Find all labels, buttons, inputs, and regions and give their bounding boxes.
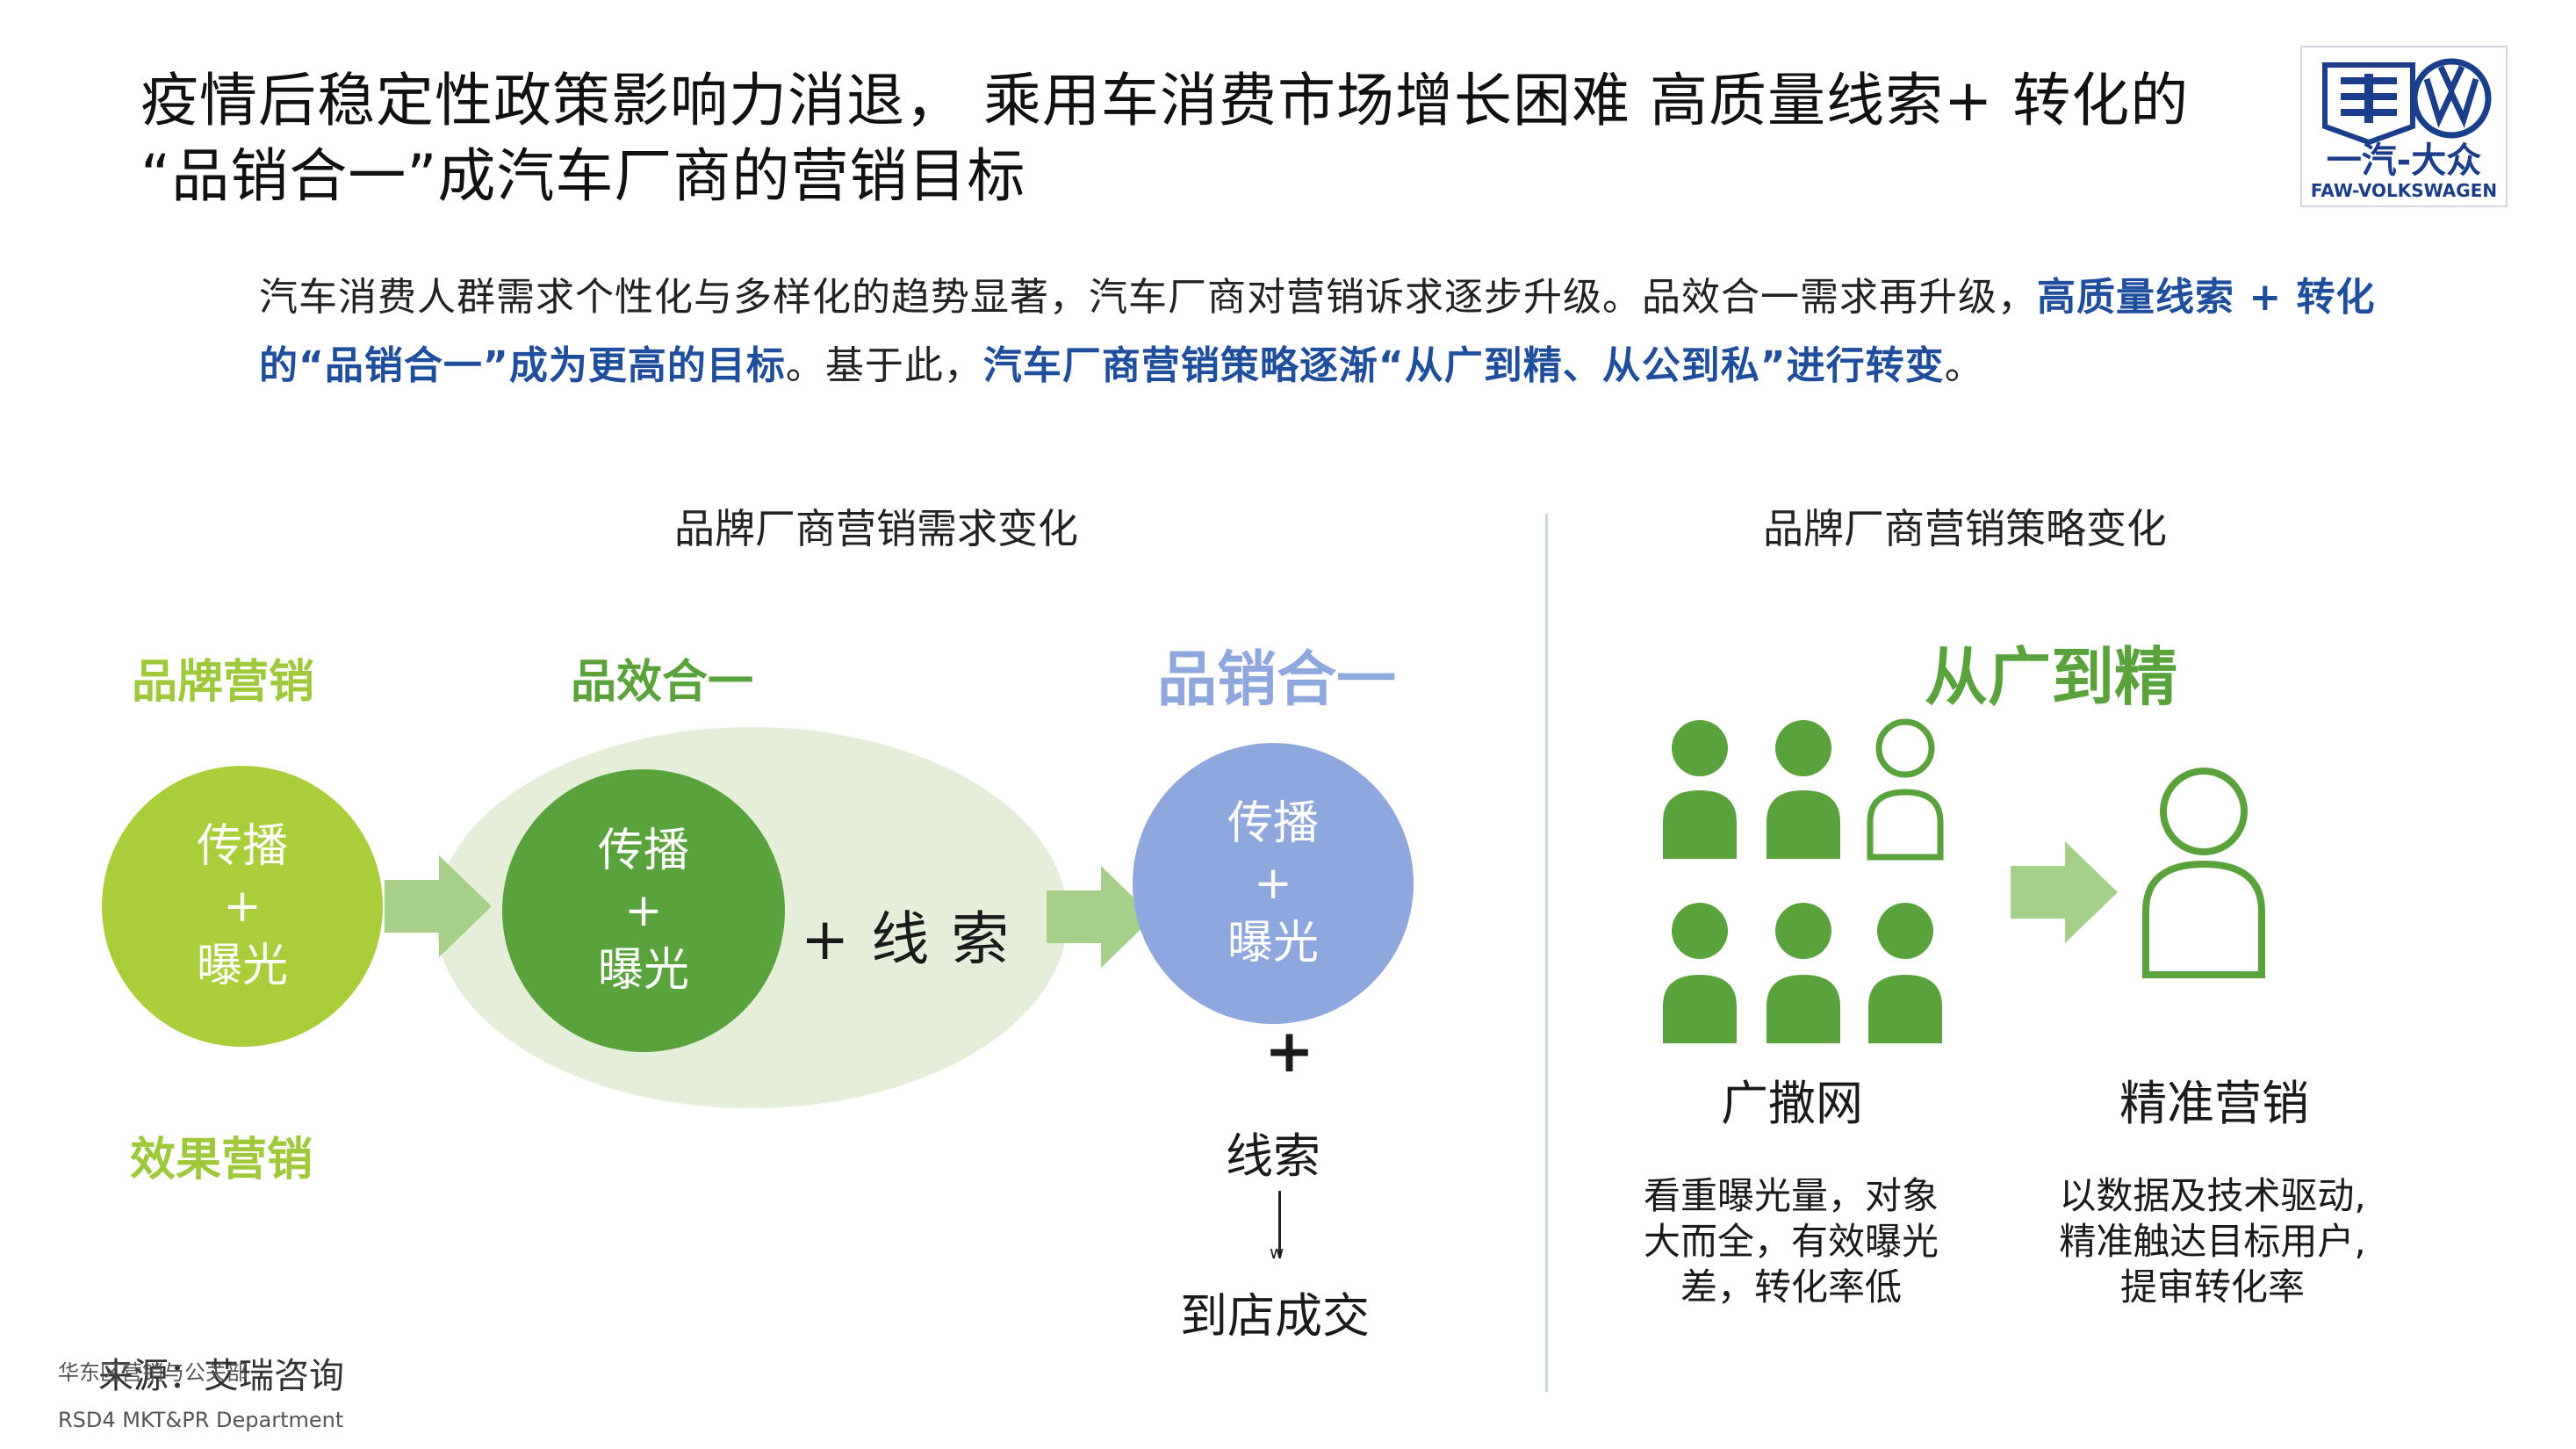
broad-desc-line: 看重曝光量，对象 (1643, 1174, 1939, 1217)
department-cn: 华东区营销与公关部 (58, 1360, 248, 1385)
arrow-right-icon (2011, 841, 2118, 943)
logo-subtext: FAW-VOLKSWAGEN (2311, 180, 2497, 201)
logo-icon: 一汽-大众 FAW-VOLKSWAGEN (2300, 46, 2508, 207)
broad-to-precise-headline: 从广到精 (1925, 640, 2178, 714)
circle3-line2: + (1254, 857, 1292, 910)
section-divider (1545, 514, 1548, 1392)
deal-text: 到店成交 (1180, 1288, 1370, 1344)
intro-text-2: 。基于此， (785, 343, 983, 388)
pinxiaoheyi-circle: 传播 + 曝光 (1133, 743, 1414, 1024)
broad-net-label: 广撒网 (1721, 1076, 1863, 1131)
precise-desc-line: 以数据及技术驱动, (2059, 1174, 2366, 1217)
arrow-right-icon (385, 855, 492, 957)
circle2-line1: 传播 (597, 825, 689, 877)
broad-desc-line: 大而全，有效曝光 (1643, 1220, 1939, 1263)
broad-net-description: 看重曝光量，对象 大而全，有效曝光 差，转化率低 (1607, 1173, 1975, 1310)
circle1-line3: 曝光 (196, 940, 288, 992)
circle3-line3: 曝光 (1227, 917, 1319, 970)
intro-text-3: 。 (1944, 343, 1984, 388)
intro-highlight-1: 高质量线索 + 转化的“品销合一”成为更高的目标 (259, 275, 2376, 388)
person-outline-icon (2142, 768, 2265, 978)
intro-paragraph: 汽车消费人群需求个性化与多样化的趋势显著，汽车厂商对营销诉求逐步升级。品效合一需… (259, 263, 2419, 400)
source-note: 来源：艾瑞咨询 (98, 1356, 344, 1396)
connector-mark: w (1270, 1242, 1284, 1263)
plus-leads-text: + 线 索 (801, 905, 1011, 973)
pinxiaoheyi-label: 品销合一 (1157, 645, 1397, 715)
plus-sign: + (1264, 1017, 1314, 1086)
left-section-title: 品牌厂商营销需求变化 (674, 505, 1078, 552)
circle3-line1: 传播 (1227, 797, 1319, 850)
precise-marketing-description: 以数据及技术驱动, 精准触达目标用户, 提审转化率 (2019, 1173, 2406, 1310)
circle2-line3: 曝光 (597, 944, 689, 997)
circle1-line2: + (223, 880, 262, 933)
right-section-title: 品牌厂商营销策略变化 (1763, 505, 2167, 552)
precise-desc-line: 提审转化率 (2119, 1265, 2305, 1308)
brand-circle: 传播 + 曝光 (102, 766, 383, 1047)
department-en: RSD4 MKT&PR Department (58, 1408, 344, 1432)
crowd-icon (1663, 718, 1944, 1043)
faw-volkswagen-logo: 一汽-大众 FAW-VOLKSWAGEN (2300, 46, 2508, 207)
pinxiao-heyi-label: 品效合一 (571, 656, 754, 709)
intro-highlight-2: 汽车厂商营销策略逐渐“从广到精、从公到私”进行转变 (982, 343, 1945, 388)
leads-text: 线索 (1226, 1128, 1320, 1184)
footer-department: 华东区营销与公关部 RSD4 MKT&PR Department (58, 1357, 343, 1436)
page-title: 疫情后稳定性政策影响力消退， 乘用车消费市场增长困难 高质量线索+ 转化的 “品… (140, 67, 2190, 210)
precise-marketing-label: 精准营销 (2119, 1076, 2309, 1131)
broad-desc-line: 差，转化率低 (1680, 1265, 1902, 1308)
brand-marketing-label: 品牌营销 (132, 656, 315, 709)
logo-text: 一汽-大众 (2327, 141, 2482, 181)
arrow-right-icon (1047, 866, 1154, 968)
effect-marketing-label: 效果营销 (130, 1134, 313, 1186)
intro-text-1: 汽车消费人群需求个性化与多样化的趋势显著，汽车厂商对营销诉求逐步升级。品效合一需… (259, 275, 2037, 320)
circle2-line2: + (624, 884, 663, 937)
leads-connector-line (1278, 1191, 1281, 1256)
circle1-line1: 传播 (196, 820, 288, 873)
precise-desc-line: 精准触达目标用户, (2059, 1220, 2366, 1263)
pinxiao-circle: 传播 + 曝光 (502, 769, 785, 1052)
